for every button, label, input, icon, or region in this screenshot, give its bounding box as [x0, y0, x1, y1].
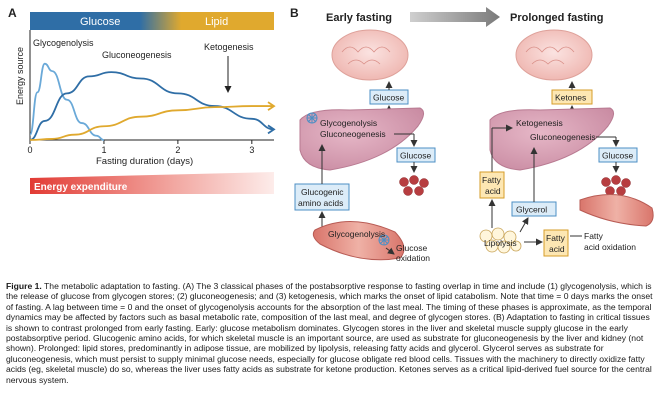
energy-expenditure-bar: [30, 172, 274, 194]
x-tick-label: 1: [101, 145, 106, 155]
progression-arrow: [410, 7, 500, 27]
red-blood-cells-early: [399, 175, 429, 196]
fatty-acid-left-line2: acid: [485, 186, 501, 196]
x-tick-label: 2: [175, 145, 180, 155]
x-tick-label: 0: [28, 145, 33, 155]
fatty-acid-oxidation-line2: acid oxidation: [584, 242, 636, 252]
glucose-box-early-blood: [396, 147, 436, 163]
glucose-oxidation-line2: oxidation: [396, 253, 430, 263]
fatty-acid-right-line2: acid: [549, 244, 565, 254]
fatty-acid-box-left: [479, 171, 505, 199]
muscle-prolonged: [579, 194, 654, 227]
liver-prolonged: [489, 107, 614, 171]
glycogenolysis-label: Glycogenolysis: [33, 38, 94, 48]
glucose-lipid-bar: [30, 12, 274, 30]
panel-b-figure: Early fasting Prolonged fasting Glucose …: [294, 7, 654, 263]
curves: [29, 62, 276, 141]
liver-early: [299, 107, 424, 171]
figure-caption: Figure 1. The metabolic adaptation to fa…: [6, 281, 654, 385]
muscle-glycogenolysis: Glycogenolysis: [328, 229, 385, 239]
glucose-bar-label: Glucose: [80, 16, 120, 28]
gluconeogenesis-curve: [29, 71, 275, 141]
amino-box-line1: Glucogenic: [301, 187, 344, 197]
adipose-tissue: [479, 227, 522, 254]
fatty-acid-right-line1: Fatty: [546, 233, 566, 243]
panel-a-letter: A: [8, 6, 17, 20]
arrow-muscle-to-oxidation: [385, 247, 395, 255]
muscle-early: [312, 221, 405, 261]
caption-text: The metabolic adaptation to fasting. (A)…: [6, 281, 653, 385]
glucose-box-prolonged-blood-label: Glucose: [602, 151, 633, 161]
glycogenolysis-curve: [29, 62, 105, 141]
ketogenesis-curve-arrowhead: [267, 101, 276, 111]
ketones-box-label: Ketones: [555, 93, 586, 103]
gluconeogenesis-label: Gluconeogenesis: [102, 50, 172, 60]
liver-prolonged-ketogenesis: Ketogenesis: [516, 118, 563, 128]
glucose-box-early-brain-label: Glucose: [373, 93, 404, 103]
energy-bar-label: Energy expenditure: [34, 182, 128, 193]
arrow-adipose-to-glycerol: [519, 217, 529, 233]
fatty-acid-left-line1: Fatty: [482, 175, 502, 185]
ketogenesis-label: Ketogenesis: [204, 42, 254, 52]
brain-prolonged-folds: [525, 46, 575, 65]
liver-early-glycogenolysis: Glycogenolysis: [320, 118, 377, 128]
lipid-bar-label: Lipid: [205, 16, 228, 28]
glycogen-icon-liver-early: [306, 112, 318, 124]
x-ticks: 0 1 2 3: [28, 140, 254, 155]
glucogenic-amino-acids-box: [294, 183, 350, 211]
brain-early-folds: [341, 46, 391, 65]
red-blood-cells-prolonged: [601, 175, 631, 196]
prolonged-fasting-title: Prolonged fasting: [510, 12, 604, 24]
glycogen-icon-muscle-early: [378, 234, 390, 246]
glucose-box-prolonged-blood: [598, 147, 638, 163]
glycerol-box-label: Glycerol: [516, 205, 547, 215]
brain-prolonged: [515, 29, 593, 81]
panel-b-letter: B: [290, 6, 299, 20]
lipolysis-label: Lipolysis: [484, 238, 517, 248]
gluconeogenesis-curve-arrowhead: [267, 124, 276, 135]
amino-box-line2: amino acids: [298, 198, 343, 208]
fatty-acid-box-right: [543, 229, 569, 257]
x-axis-label: Fasting duration (days): [96, 156, 193, 167]
liver-early-gluconeogenesis: Gluconeogenesis: [320, 129, 386, 139]
early-fasting-title: Early fasting: [326, 12, 392, 24]
glucose-oxidation-line1: Glucose: [396, 243, 427, 253]
liver-prolonged-gluconeogenesis: Gluconeogenesis: [530, 132, 596, 142]
panel-a-figure: Glucose Lipid Energy source 0 1 2 3 Fasting…: [15, 12, 276, 194]
glucose-box-early-blood-label: Glucose: [400, 151, 431, 161]
brain-early: [331, 29, 409, 81]
caption-lead: Figure 1.: [6, 281, 42, 291]
y-axis-label: Energy source: [15, 47, 25, 105]
ketogenesis-curve: [29, 105, 274, 141]
x-tick-label: 3: [249, 145, 254, 155]
fatty-acid-oxidation-line1: Fatty: [584, 231, 604, 241]
